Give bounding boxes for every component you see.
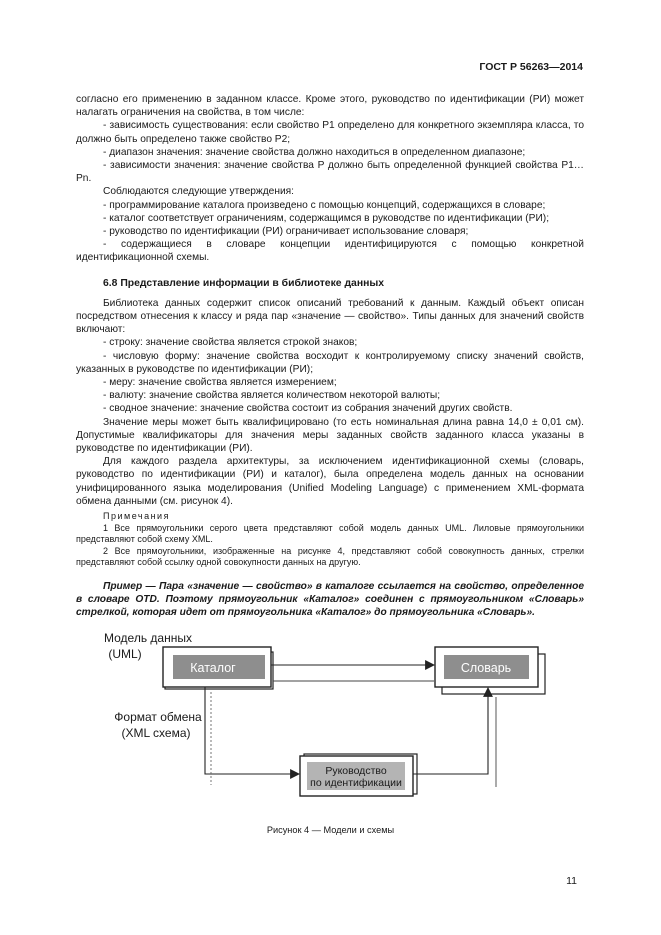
note-item: 2 Все прямоугольники, изображенные на ри…: [76, 545, 584, 568]
list-item: - содержащиеся в словаре концепции идент…: [76, 239, 584, 264]
identification-guide-box: Руководство по идентификации: [299, 753, 418, 797]
list-item: - программирование каталога произведено …: [103, 199, 546, 211]
page-body: согласно его применению в заданном класс…: [76, 93, 584, 620]
label-xml-schema: (XML схема): [121, 726, 190, 740]
paragraph: Соблюдаются следующие утверждения:: [103, 186, 294, 198]
figure-caption: Рисунок 4 — Модели и схемы: [266, 825, 395, 835]
label-exchange-format: Формат обмена: [114, 710, 202, 724]
figure-4-diagram: Модель данных (UML) Формат обмена (XML с…: [104, 631, 546, 797]
list-item: - диапазон значения: значение свойства д…: [103, 146, 526, 158]
list-item: - числовую форму: значение свойства восх…: [76, 350, 584, 375]
catalog-box: Каталог: [162, 646, 274, 690]
arrow-catalog-to-guide: [204, 687, 300, 779]
paragraph: Значение меры может быть квалифицировано…: [76, 416, 584, 455]
paragraph: Библиотека данных содержит список описан…: [76, 297, 584, 336]
catalog-label: Каталог: [190, 661, 236, 675]
list-item: - валюту: значение свойства является кол…: [103, 390, 441, 402]
dictionary-box: Словарь: [434, 646, 546, 695]
note-item: 1 Все прямоугольники серого цвета предст…: [76, 522, 584, 545]
guide-label-line1: Руководство: [325, 765, 387, 777]
example-text: Пример — Пара «значение — свойство» в ка…: [76, 581, 584, 619]
list-item: - каталог соответствует ограничениям, со…: [103, 212, 550, 224]
list-item: - меру: значение свойства является измер…: [103, 377, 337, 389]
paragraph: согласно его применению в заданном класс…: [76, 94, 584, 119]
dictionary-label: Словарь: [461, 661, 511, 675]
section-title: 6.8 Представление информации в библиотек…: [103, 277, 385, 289]
list-item: - строку: значение свойства является стр…: [103, 337, 358, 349]
list-item: - зависимость существования: если свойст…: [76, 120, 584, 145]
list-item: - руководство по идентификации (РИ) огра…: [103, 226, 469, 238]
document-code: ГОСТ Р 56263—2014: [479, 61, 583, 73]
page-number: 11: [566, 875, 577, 887]
list-item: - зависимости значения: значение свойств…: [76, 160, 584, 185]
notes-block: Примечания 1 Все прямоугольники серого ц…: [76, 511, 584, 569]
guide-label-line2: по идентификации: [310, 777, 402, 789]
label-data-model: Модель данных: [104, 631, 192, 645]
list-item: - сводное значение: значение свойства со…: [103, 403, 513, 415]
arrow-guide-to-dictionary: [413, 687, 493, 775]
paragraph: Для каждого раздела архитектуры, за искл…: [76, 456, 584, 507]
notes-title: Примечания: [103, 511, 170, 522]
label-uml: (UML): [108, 647, 141, 661]
